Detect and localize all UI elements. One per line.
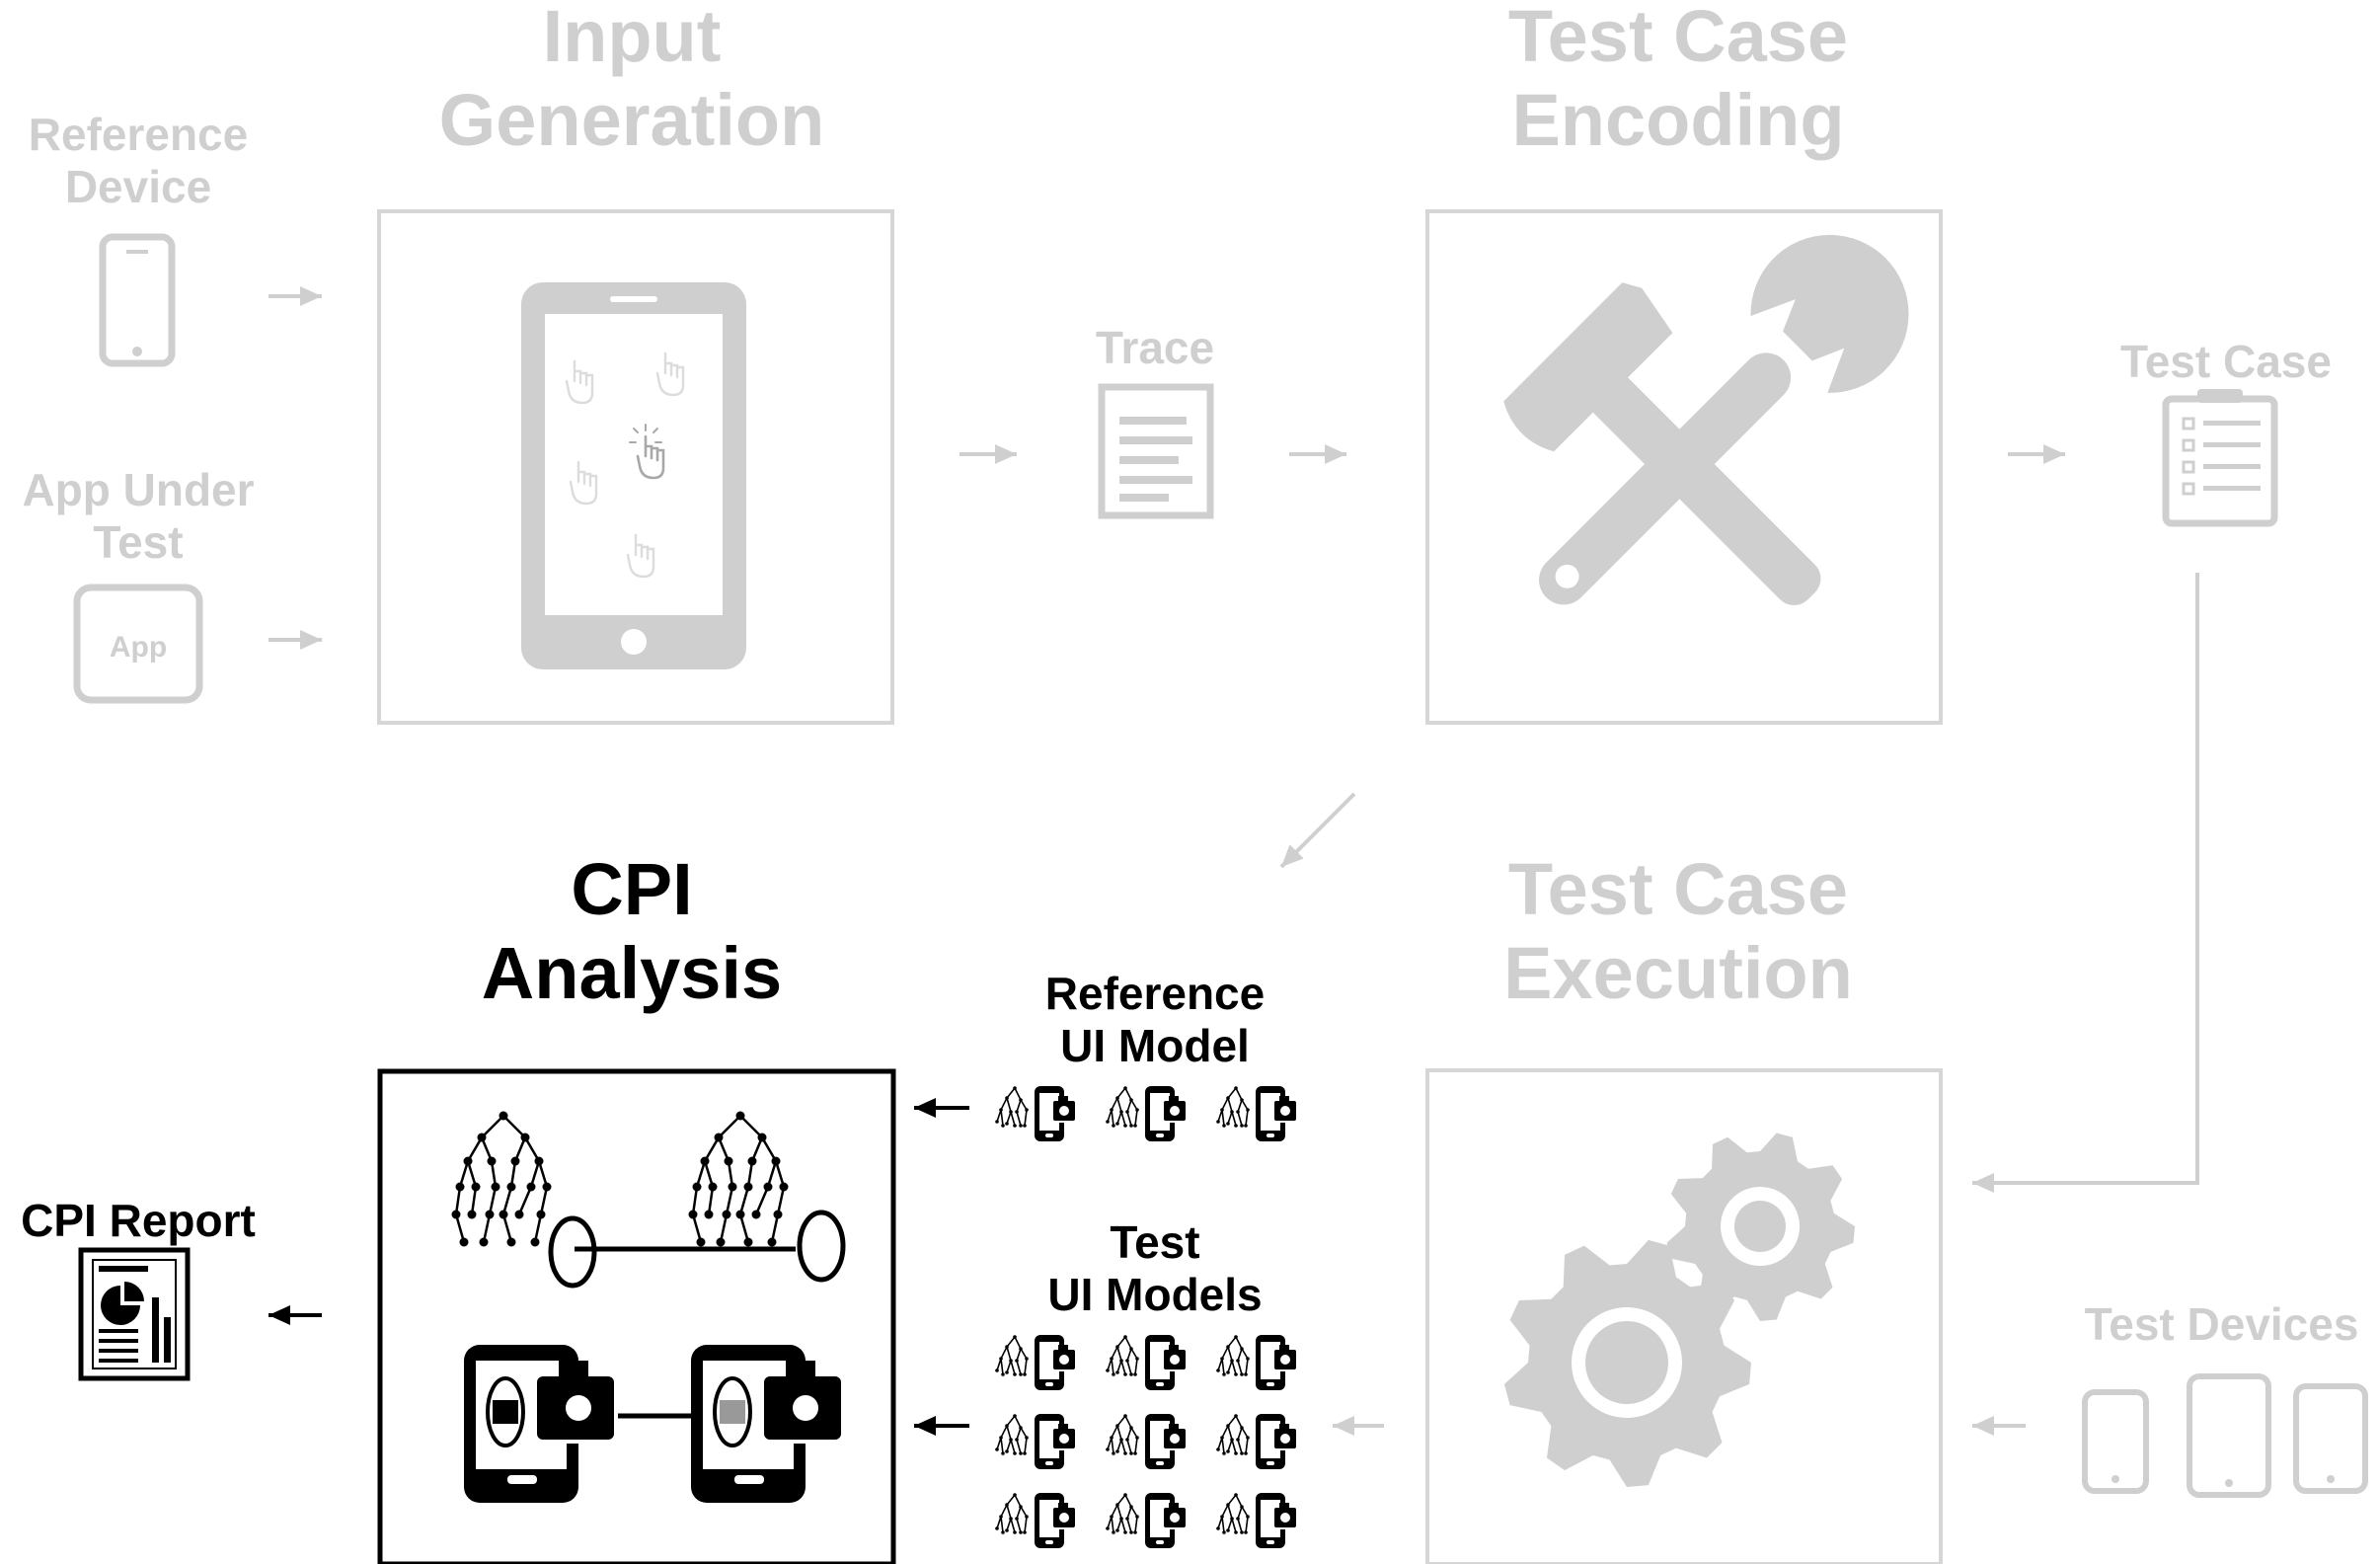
cpi-analysis-box (377, 1068, 896, 1564)
arrow-testcase-to-execution (1972, 1173, 2199, 1193)
app-icon: App (73, 584, 203, 704)
test-ui-models-label: Test UI Models (1007, 1216, 1303, 1321)
gears-icon (1503, 1133, 1855, 1487)
reference-ui-model-label-line1: Reference (1044, 968, 1266, 1019)
cpi-report-label-text: CPI Report (21, 1195, 256, 1246)
ui-model-icon (1105, 1413, 1188, 1470)
small-gear-hub (1734, 1201, 1786, 1252)
ui-model-icon (994, 1085, 1077, 1142)
ui-model-icon (1215, 1085, 1298, 1142)
test-case-encoding-title-line2: Encoding (1511, 79, 1845, 162)
ui-model-icon (1105, 1492, 1188, 1549)
test-case-encoding-title-line1: Test Case (1507, 0, 1849, 77)
ui-model-icon (1215, 1413, 1298, 1470)
test-ui-models-label-line1: Test (1110, 1216, 1200, 1268)
arrow-app-to-input (269, 630, 322, 650)
trace-label-text: Trace (1095, 322, 1215, 373)
input-generation-title-line1: Input (542, 0, 722, 77)
arrow-reference-model-to-analysis (914, 1098, 969, 1118)
flow-arrows (269, 286, 2199, 1436)
ui-model-icon (1105, 1085, 1188, 1142)
ui-model-icon (1105, 1334, 1188, 1391)
test-ui-models-label-line2: UI Models (1047, 1268, 1263, 1320)
phone-with-taps-icon (521, 282, 746, 669)
cpi-analysis-title: CPI Analysis (434, 847, 829, 1015)
cpi-analysis-title-line1: CPI (571, 848, 693, 930)
trace-label: Trace (1056, 322, 1254, 374)
app-under-test-label-line2: Test (93, 515, 184, 568)
app-icon-text: App (110, 631, 167, 664)
devices-icon (2082, 1373, 2368, 1498)
test-case-label-text: Test Case (2120, 336, 2332, 387)
input-generation-title-line2: Generation (438, 79, 825, 162)
arrow-devices-to-execution (1972, 1416, 2026, 1436)
test-case-execution-title: Test Case Execution (1461, 847, 1895, 1015)
reference-ui-model-label: Reference UI Model (1007, 968, 1303, 1072)
test-case-execution-title-line1: Test Case (1507, 848, 1849, 930)
arrow-test-models-to-analysis (914, 1416, 969, 1436)
arrow-device-to-input (269, 286, 322, 306)
app-under-test-label: App Under Test (0, 464, 276, 569)
reference-ui-model-icons (994, 1085, 1298, 1142)
hammer-wrench-icon (1503, 234, 1909, 606)
cpi-analysis-title-line2: Analysis (481, 932, 783, 1015)
arrow-encoding-to-models (1279, 792, 1356, 869)
input-generation-title: Input Generation (434, 0, 829, 162)
reference-device-label: Reference Device (0, 109, 276, 213)
arrow-trace-to-encoding (1289, 444, 1346, 464)
test-case-label: Test Case (2083, 336, 2369, 388)
ui-model-icon (994, 1334, 1077, 1391)
report-chart-icon (78, 1247, 191, 1381)
arrow-analysis-to-report (269, 1305, 322, 1325)
cpi-report-label: CPI Report (0, 1195, 276, 1247)
reference-device-label-line2: Device (64, 160, 212, 212)
ui-model-icon (1215, 1334, 1298, 1391)
test-case-encoding-title: Test Case Encoding (1461, 0, 1895, 162)
test-case-execution-title-line2: Execution (1503, 932, 1853, 1015)
test-ui-models-icons (994, 1334, 1298, 1549)
reference-ui-model-label-line2: UI Model (1060, 1019, 1250, 1071)
test-devices-label: Test Devices (2063, 1298, 2380, 1351)
smartphone-icon (99, 233, 176, 367)
arrow-execution-to-test-models (1333, 1416, 1384, 1436)
test-ui-tree (688, 1111, 789, 1247)
tree-and-screenshot-matching-icon (451, 1111, 846, 1503)
arrow-input-to-trace (960, 444, 1017, 464)
document-icon (1098, 383, 1214, 519)
arrow-encoding-to-testcase (2008, 444, 2065, 464)
reference-device-label-line1: Reference (28, 109, 249, 160)
app-under-test-label-line1: App Under (22, 464, 255, 515)
large-gear-hub (1585, 1321, 1668, 1404)
ui-model-icon (994, 1492, 1077, 1549)
reference-ui-tree (451, 1111, 552, 1247)
test-devices-label-text: Test Devices (2084, 1298, 2359, 1350)
ui-model-icon (1215, 1492, 1298, 1549)
checklist-icon (2162, 389, 2278, 527)
ui-model-icon (994, 1413, 1077, 1470)
